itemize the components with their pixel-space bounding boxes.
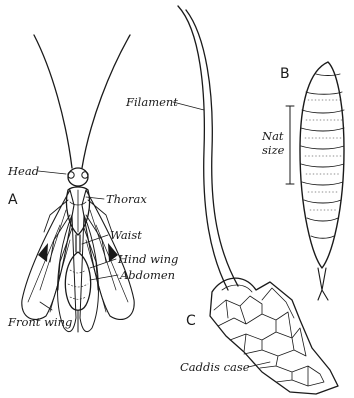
- larva-illustration: [300, 62, 344, 300]
- label-nat: Nat: [261, 129, 284, 143]
- caddis-case: [210, 278, 338, 394]
- panel-label-a: A: [8, 192, 18, 208]
- label-waist: Waist: [110, 228, 142, 242]
- waist: [76, 235, 80, 252]
- label-size: size: [262, 143, 285, 157]
- wing-stigma-right: [108, 243, 118, 262]
- wasp-illustration: [22, 35, 134, 332]
- label-front-wing: Front wing: [7, 315, 72, 329]
- larva-spots: [305, 100, 342, 210]
- label-caddis-case: Caddis case: [180, 360, 250, 374]
- caddis-illustration: [178, 6, 338, 394]
- abdomen-segments: [68, 270, 88, 299]
- abdomen: [65, 252, 90, 310]
- panel-label-b: B: [280, 66, 290, 82]
- label-head: Head: [7, 164, 39, 178]
- larva-tail: [318, 268, 328, 300]
- antenna-right: [82, 35, 130, 168]
- label-thorax: Thorax: [106, 192, 147, 206]
- nat-size-scale: [286, 106, 294, 184]
- head: [68, 168, 88, 186]
- wing-stigma-left: [38, 243, 48, 262]
- label-abdomen: Abdomen: [119, 268, 175, 282]
- panel-label-c: C: [186, 313, 196, 329]
- label-hind-wing: Hind wing: [117, 252, 178, 266]
- antenna-left: [34, 35, 72, 168]
- label-filament: Filament: [125, 95, 178, 109]
